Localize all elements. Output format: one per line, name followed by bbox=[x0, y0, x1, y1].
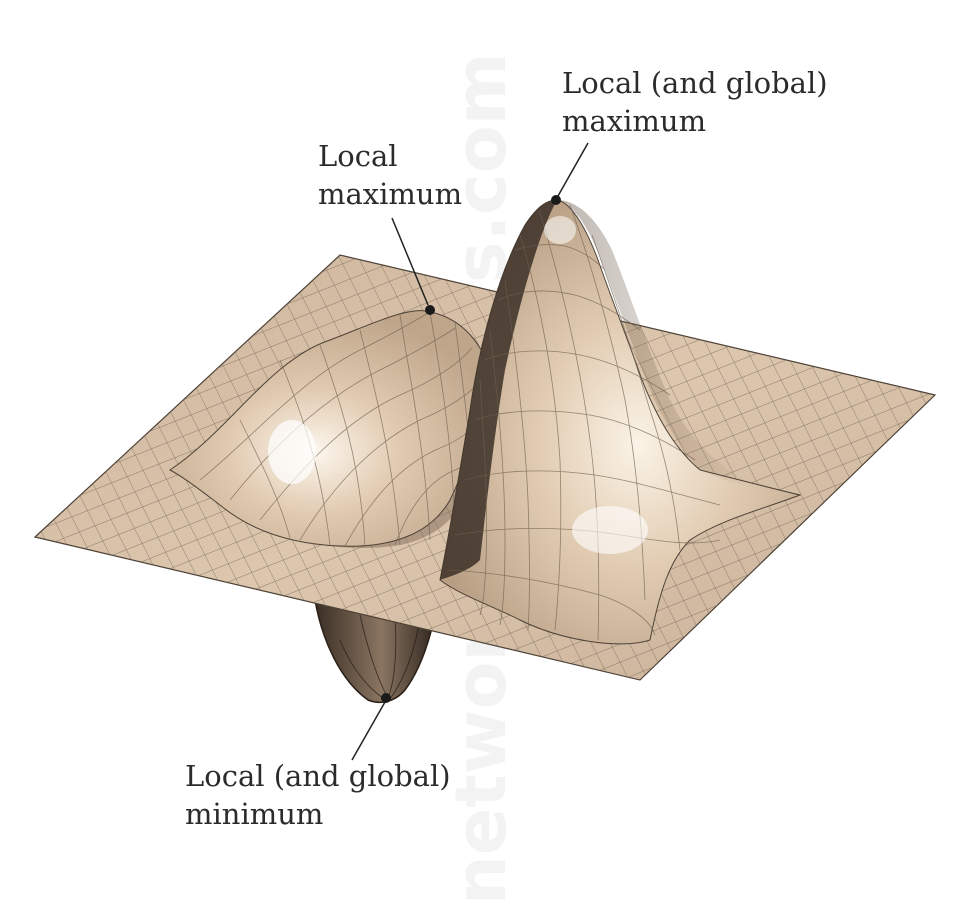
highlight-top bbox=[544, 216, 576, 244]
highlight-left bbox=[268, 420, 316, 484]
global-max-dot bbox=[551, 195, 561, 205]
label-global-min-line1: Local (and global) bbox=[185, 759, 451, 793]
local-maximum-hill bbox=[169, 310, 491, 547]
leader-line-global-min bbox=[351, 701, 386, 761]
leader-line-local-max bbox=[391, 217, 429, 306]
highlight-right bbox=[572, 506, 648, 554]
global-min-dot bbox=[381, 693, 391, 703]
label-global-min-line2: minimum bbox=[185, 797, 323, 831]
annotation-markers bbox=[351, 142, 589, 761]
label-global-max-line1: Local (and global) bbox=[562, 66, 828, 100]
label-local-max-line1: Local bbox=[318, 139, 398, 173]
local-max-dot bbox=[425, 305, 435, 315]
label-local-max-line2: maximum bbox=[318, 177, 462, 211]
leader-line-global-max bbox=[557, 142, 589, 197]
global-maximum-peak bbox=[439, 199, 802, 645]
label-global-max-line2: maximum bbox=[562, 104, 706, 138]
